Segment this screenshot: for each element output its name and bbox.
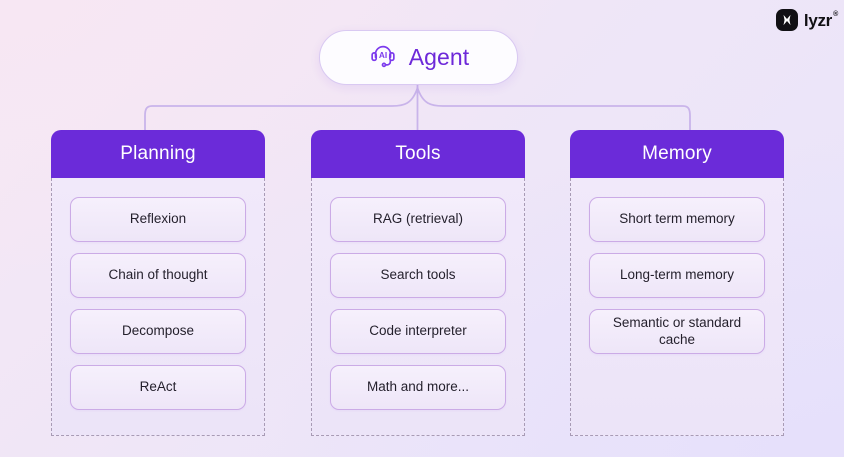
column-body-memory: Short term memory Long-term memory Seman… bbox=[570, 178, 784, 436]
lyzr-wordmark-text: lyzr bbox=[803, 10, 832, 30]
column-header-planning[interactable]: Planning bbox=[51, 130, 265, 178]
card-item[interactable]: Semantic or standard cache bbox=[589, 309, 765, 354]
card-item[interactable]: Long-term memory bbox=[589, 253, 765, 298]
card-item[interactable]: Decompose bbox=[70, 309, 246, 354]
card-item[interactable]: Chain of thought bbox=[70, 253, 246, 298]
card-item[interactable]: Code interpreter bbox=[330, 309, 506, 354]
agent-label: Agent bbox=[408, 44, 470, 70]
column-planning: Planning Reflexion Chain of thought Deco… bbox=[51, 130, 265, 436]
column-header-tools[interactable]: Tools bbox=[311, 130, 525, 178]
card-item[interactable]: Reflexion bbox=[70, 197, 246, 242]
column-body-tools: RAG (retrieval) Search tools Code interp… bbox=[311, 178, 525, 436]
column-tools: Tools RAG (retrieval) Search tools Code … bbox=[311, 130, 525, 436]
agent-node[interactable]: AI Agent bbox=[319, 30, 518, 85]
column-title: Tools bbox=[395, 143, 441, 164]
lyzr-wordmark: lyzr ® bbox=[803, 10, 838, 30]
card-item[interactable]: Math and more... bbox=[330, 365, 506, 410]
lyzr-x-mark-icon bbox=[775, 9, 798, 31]
column-memory: Memory Short term memory Long-term memor… bbox=[570, 130, 784, 436]
headset-ai-icon: AI bbox=[368, 40, 398, 75]
card-item[interactable]: Search tools bbox=[330, 253, 506, 298]
card-item[interactable]: ReAct bbox=[70, 365, 246, 410]
card-item[interactable]: RAG (retrieval) bbox=[330, 197, 506, 242]
column-title: Planning bbox=[120, 143, 196, 164]
card-item[interactable]: Short term memory bbox=[589, 197, 765, 242]
agent-icon-text: AI bbox=[379, 50, 387, 60]
trademark-symbol: ® bbox=[833, 10, 838, 18]
column-header-memory[interactable]: Memory bbox=[570, 130, 784, 178]
column-body-planning: Reflexion Chain of thought Decompose ReA… bbox=[51, 178, 265, 436]
column-title: Memory bbox=[642, 143, 712, 164]
lyzr-logo: lyzr ® bbox=[775, 9, 838, 31]
